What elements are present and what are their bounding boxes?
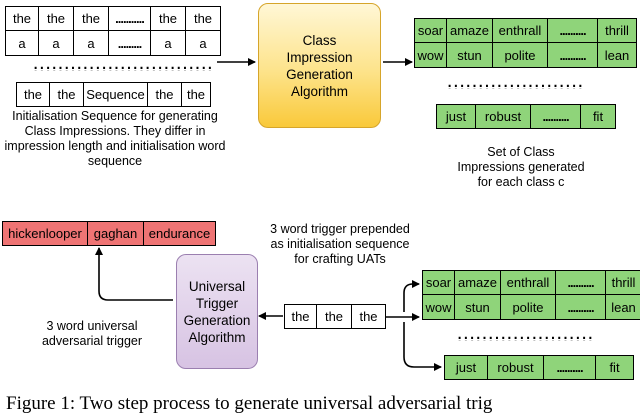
universal-trigger-row: hickenlooper gaghan endurance [2,221,216,246]
init-cell: a [39,31,74,56]
trigger-input-cell: the [284,304,317,329]
impression-cell: robust [488,355,544,380]
figure-caption: Figure 1: Two step process to generate u… [6,393,493,414]
impression-cell: lean [598,43,637,68]
impressions-top-row-1: soar amaze enthrall .......... thrill [414,18,637,43]
impression-cell: wow [414,43,447,68]
init-row-3: the the Sequence the the [16,82,211,107]
universal-algo-box: Universal Trigger Generation Algorithm [176,254,258,369]
init-cell: a [5,31,39,56]
impression-cell: thrill [606,270,640,295]
impression-cell-ellipsis: .......... [556,295,606,320]
impressions-bottom-row-1: soar amaze enthrall .......... thrill [422,270,640,295]
class-impression-algo-box: Class Impression Generation Algorithm [258,3,381,128]
impressions-top-row-2: wow stun polite .......... lean [414,43,637,68]
init-cell-ellipsis: ......... [109,31,151,56]
init-cell: the [74,6,109,31]
init-dots-separator: ........................................… [32,63,212,71]
arrow-fan-down [403,322,442,371]
impressions-top-dots: ........................................… [446,81,582,89]
init-cell: the [182,82,211,107]
impression-cell: soar [422,270,455,295]
trigger-word-cell: endurance [144,221,216,246]
trigger-word-cell: hickenlooper [2,221,88,246]
init-cell-ellipsis: ........... [109,6,151,31]
impression-cell: thrill [598,18,637,43]
impression-cell: just [444,355,488,380]
init-row-2: a a a ......... a a [5,31,221,56]
impressions-top-row-3: just robust .......... fit [436,104,616,129]
trigger-input-cell: the [352,304,386,329]
init-cell: a [74,31,109,56]
impression-cell: polite [501,295,556,320]
impression-cell-ellipsis: .......... [548,18,598,43]
init-cell: the [186,6,221,31]
impression-cell: polite [493,43,548,68]
init-cell: the [50,82,84,107]
trigger-input-cell: the [317,304,352,329]
impression-cell: fit [581,104,616,129]
impression-cell: enthrall [493,18,548,43]
impression-cell: amaze [447,18,493,43]
init-cell: the [5,6,39,31]
impression-cell-ellipsis: .......... [548,43,598,68]
trigger-input-row: the the the [284,304,386,329]
init-cell: the [16,82,50,107]
impression-cell: soar [414,18,447,43]
impression-cell: stun [455,295,501,320]
trigger-word-cell: gaghan [88,221,144,246]
impressions-bottom-row-3: just robust .......... fit [444,355,634,380]
init-caption: Initialisation Sequence for generating C… [4,109,226,168]
init-cell: the [148,82,182,107]
impression-cell: robust [476,104,531,129]
universal-trigger-caption: 3 word universal adversarial trigger [41,319,143,348]
init-cell: the [151,6,186,31]
init-cell: Sequence [84,82,148,107]
universal-algo-label: Universal Trigger Generation Algorithm [183,278,251,345]
impression-cell: enthrall [501,270,556,295]
impression-cell: lean [606,295,640,320]
arrow-algo-to-result [95,247,173,301]
arrow-fan-up [403,280,420,312]
impressions-bottom-row-2: wow stun polite .......... lean [422,295,640,320]
trigger-prepend-caption: 3 word trigger prepended as initialisati… [270,222,410,266]
impression-cell: fit [596,355,634,380]
impression-cell-ellipsis: .......... [556,270,606,295]
impression-cell: stun [447,43,493,68]
impression-cell: wow [422,295,455,320]
impression-cell-ellipsis: .......... [531,104,581,129]
class-impression-algo-label: Class Impression Generation Algorithm [286,32,353,99]
impressions-bottom-dots: ........................................… [456,333,592,341]
impression-cell-ellipsis: .......... [544,355,596,380]
init-cell: a [186,31,221,56]
init-cell: the [39,6,74,31]
impression-cell: just [436,104,476,129]
impression-cell: amaze [455,270,501,295]
init-row-1: the the the ........... the the [5,6,221,31]
init-cell: a [151,31,186,56]
impressions-caption: Set of Class Impressions generated for e… [457,145,585,189]
